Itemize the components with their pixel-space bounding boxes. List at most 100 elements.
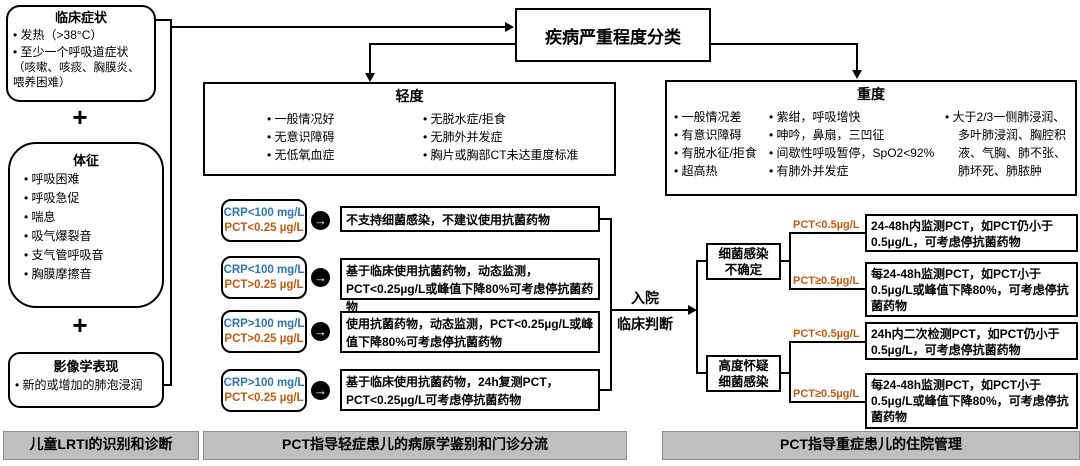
- branch-suspected-infection-box: 高度怀疑 细菌感染: [706, 355, 781, 392]
- inpatient-recommendation-box-2: 每24-48h监测PCT，如PCT小于0.5µg/L或峰值下降80%，可考虑停抗…: [865, 262, 1078, 317]
- bullet-item: 有意识障碍: [674, 126, 757, 144]
- connector-line: [789, 341, 791, 403]
- connector-line: [696, 372, 706, 374]
- clinical-symptoms-box: 临床症状 发热（>38°C） 至少一个呼吸道症状 （咳嗽、咳痰、胸膜炎、 喂养困…: [6, 5, 156, 102]
- crp-pct-box-1: CRP<100 mg/L PCT<0.25 µg/L: [221, 199, 307, 242]
- plus-sign: +: [72, 310, 88, 340]
- bullet-item: 无脱水症/拒食: [423, 110, 579, 128]
- plus-sign: +: [72, 102, 88, 132]
- signs-title: 体征: [72, 153, 99, 168]
- pct-threshold-label: PCT<0.5µg/L: [793, 328, 860, 340]
- connector-line: [696, 260, 698, 374]
- bullet-item: 有脱水征/拒食: [674, 144, 757, 162]
- connector-line: [781, 260, 791, 262]
- pct-threshold-label: PCT≥0.5µg/L: [793, 388, 860, 400]
- signs-box: 体征 呼吸困难 呼吸急促 喘息 吸气爆裂音 支气管呼吸音 胸膜摩擦音: [8, 142, 164, 308]
- crp-pct-box-3: CRP>100 mg/L PCT>0.25 µg/L: [221, 310, 307, 353]
- arrowhead-right-icon: [688, 305, 697, 315]
- bullet-item: 无意识障碍: [267, 128, 335, 146]
- branch-label-line: 高度怀疑: [718, 358, 769, 373]
- branch-label-line: 细菌感染: [718, 246, 769, 261]
- flow-arrow-icon: →: [311, 322, 330, 341]
- inpatient-recommendation-box-4: 每24-48h监测PCT，如PCT小于0.5µg/L或峰值下降80%，可考虑停抗…: [865, 373, 1078, 429]
- flow-arrow-icon: →: [311, 268, 330, 287]
- pct-threshold-label: PCT≥0.5µg/L: [793, 275, 860, 287]
- admission-label: 入院: [631, 290, 659, 306]
- bullet-item: 紫绀，呼吸增快: [769, 108, 947, 126]
- clinical-note-line: （咳嗽、咳痰、胸膜炎、: [13, 62, 140, 74]
- connector-line: [369, 43, 515, 45]
- recommendation-box-2: 基于临床使用抗菌药物，动态监测，PCT<0.25µg/L或峰值下降80%可考虑停…: [340, 258, 600, 314]
- severity-classification-title: 疾病严重程度分类: [545, 27, 681, 47]
- crp-value: CRP>100 mg/L: [223, 317, 305, 330]
- pct-threshold-label: PCT<0.5µg/L: [793, 219, 860, 231]
- severe-title: 重度: [857, 86, 885, 102]
- footer-outpatient-triage: PCT指导轻症患儿的病原学鉴别和门诊分流: [203, 431, 627, 460]
- bullet-item: 吸气爆裂音: [24, 227, 154, 246]
- connector-line: [789, 401, 866, 403]
- crp-pct-box-4: CRP>100 mg/L PCT<0.25 µg/L: [221, 369, 307, 412]
- bullet-item: 大于2/3一侧肺浸润、多叶肺浸润、胸腔积液、气胸、肺不张、肺坏死、肺脓肿: [945, 108, 1073, 180]
- bullet-item: 呻吟，鼻扇，三凹征: [769, 126, 947, 144]
- imaging-box: 影像学表现 新的或增加的肺泡浸润: [8, 352, 164, 408]
- connector-line: [170, 26, 506, 28]
- crp-value: CRP<100 mg/L: [223, 206, 305, 219]
- pct-value: PCT>0.25 µg/L: [224, 278, 304, 291]
- bullet-item: 间歇性呼吸暂停，SpO2<92%: [769, 144, 947, 162]
- connector-line: [162, 384, 172, 386]
- connector-line: [610, 309, 689, 311]
- branch-label-line: 不确定: [724, 262, 763, 277]
- bullet-item: 至少一个呼吸道症状: [13, 44, 149, 61]
- recommendation-box-3: 使用抗菌药物，动态监测，PCT<0.25µg/L或峰值下降80%可考虑停抗菌药物: [340, 311, 600, 353]
- pct-value: PCT<0.25 µg/L: [224, 221, 304, 234]
- bullet-item: 一般情况差: [674, 108, 757, 126]
- branch-uncertain-infection-box: 细菌感染 不确定: [706, 243, 781, 280]
- pct-value: PCT>0.25 µg/L: [224, 332, 304, 345]
- connector-line: [789, 341, 866, 343]
- connector-line: [856, 43, 858, 71]
- bullet-item: 超高热: [674, 162, 757, 180]
- connector-line: [789, 232, 866, 234]
- recommendation-box-4: 基于临床使用抗菌药物，24h复测PCT，PCT<0.25µg/L可考虑停抗菌药物: [340, 369, 600, 411]
- arrowhead-down-icon: [365, 73, 375, 82]
- crp-value: CRP<100 mg/L: [223, 263, 305, 276]
- connector-line: [154, 19, 172, 21]
- branch-label-line: 细菌感染: [718, 374, 769, 389]
- crp-pct-box-2: CRP<100 mg/L PCT>0.25 µg/L: [221, 256, 307, 299]
- bullet-item: 无低氧血症: [267, 146, 335, 164]
- pct-value: PCT<0.25 µg/L: [224, 391, 304, 404]
- clinical-judgment-label: 临床判断: [617, 316, 673, 332]
- flow-arrow-icon: →: [311, 381, 330, 400]
- connector-line: [600, 218, 612, 220]
- connector-line: [369, 43, 371, 74]
- bullet-item: 支气管呼吸音: [24, 246, 154, 265]
- bullet-item: 有肺外并发症: [769, 162, 947, 180]
- crp-value: CRP>100 mg/L: [223, 376, 305, 389]
- connector-line: [711, 43, 858, 45]
- bullet-item: 呼吸急促: [24, 189, 154, 208]
- connector-line: [610, 218, 612, 391]
- arrowhead-down-icon: [852, 70, 862, 79]
- connector-line: [696, 260, 706, 262]
- bullet-item: 喘息: [24, 208, 154, 227]
- connector-line: [789, 232, 791, 290]
- bullet-item: 胸片或胸部CT未达重度标准: [423, 146, 579, 164]
- bullet-item: 无肺外并发症: [423, 128, 579, 146]
- bullet-item: 发热（>38°C）: [13, 27, 149, 44]
- mild-criteria-box: 轻度 一般情况好 无意识障碍 无低氧血症 无脱水症/拒食 无肺外并发症 胸片或胸…: [203, 82, 616, 176]
- recommendation-box-1: 不支持细菌感染，不建议使用抗菌药物: [340, 206, 600, 232]
- clinical-note-line: 喂养困难）: [13, 77, 71, 89]
- severe-criteria-box: 重度 一般情况差 有意识障碍 有脱水征/拒食 超高热 紫绀，呼吸增快 呻吟，鼻扇…: [665, 80, 1077, 196]
- clinical-symptoms-title: 临床症状: [54, 10, 107, 25]
- severity-classification-box: 疾病严重程度分类: [515, 8, 711, 62]
- flow-arrow-icon: →: [311, 211, 330, 230]
- bullet-item: 呼吸困难: [24, 170, 154, 189]
- mild-title: 轻度: [395, 88, 424, 104]
- footer-inpatient-management: PCT指导重症患儿的住院管理: [662, 431, 1080, 460]
- connector-line: [781, 372, 791, 374]
- footer-lrti-identification: 儿童LRTI的识别和诊断: [3, 431, 199, 460]
- bullet-item: 一般情况好: [267, 110, 335, 128]
- imaging-title: 影像学表现: [53, 359, 119, 374]
- bullet-item: 胸膜摩擦音: [24, 265, 154, 284]
